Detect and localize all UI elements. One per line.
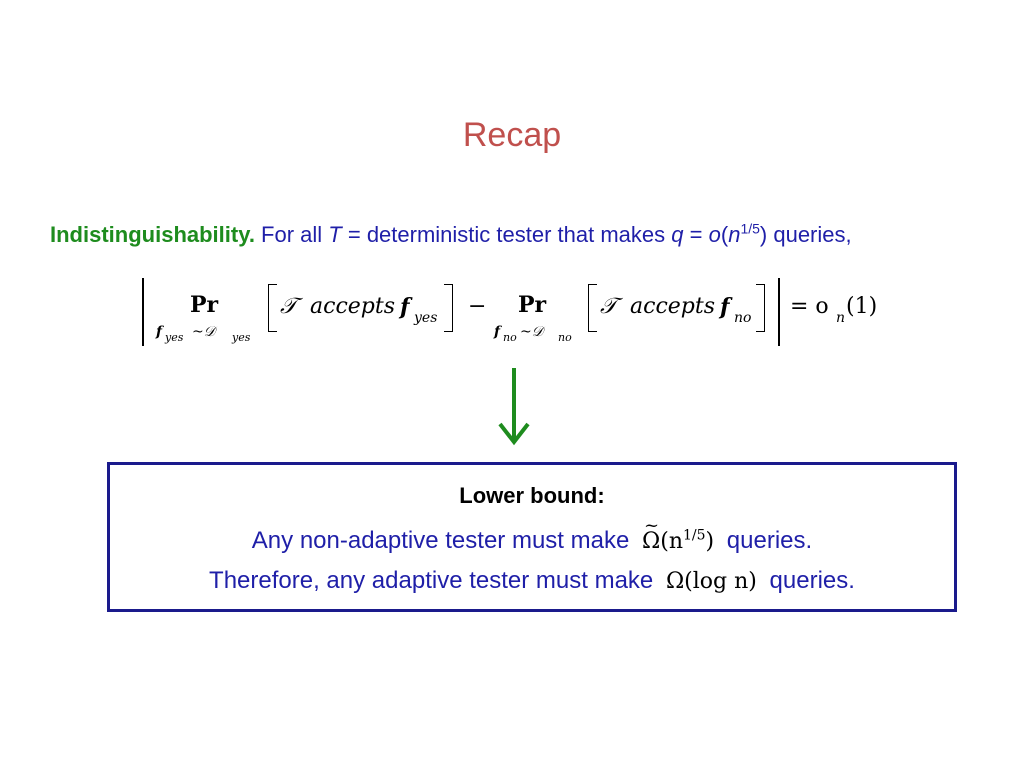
tester-no: 𝒯 <box>600 294 617 319</box>
bracket-left-yes <box>268 284 277 332</box>
pr-yes-subscript-f: f <box>156 324 163 340</box>
f-no-index: no <box>734 310 752 326</box>
accepts-yes: accepts <box>310 294 395 319</box>
accepts-no: accepts <box>630 294 715 319</box>
lower-bound-title: Lower bound: <box>459 483 605 508</box>
line1-text-pre: Any non-adaptive tester must make <box>251 527 630 554</box>
pr-no-subscript-f: f <box>494 324 501 340</box>
pr-no-subscript-dist-index: no <box>558 331 572 344</box>
pr-yes-subscript-dist: ~𝒟 <box>192 324 215 340</box>
lower-bound-box: Lower bound: Any non-adaptive tester mus… <box>107 462 957 612</box>
lower-bound-line-2: Therefore, any adaptive tester must make… <box>110 567 954 595</box>
line1-text-post: queries. <box>726 527 813 554</box>
definition-o: o <box>708 222 721 247</box>
line1-math: Ω(n1/5) <box>642 515 715 554</box>
definition-eq: = <box>683 222 709 247</box>
definition-q: q <box>671 222 684 247</box>
definition-text-pre: For all <box>254 222 329 247</box>
lower-bound-line-1: Any non-adaptive tester must make Ω(n1/5… <box>110 515 954 555</box>
tester-yes: 𝒯 <box>280 294 297 319</box>
pr-no-subscript-f-index: no <box>503 331 517 344</box>
indistinguishability-statement: Indistinguishability. For all T = determ… <box>50 222 1010 248</box>
abs-bar-right <box>778 278 780 346</box>
result-subscript-n: n <box>836 310 846 326</box>
indistinguishability-formula: Pr f yes ~𝒟 yes 𝒯 accepts f yes − Pr f n… <box>138 274 898 352</box>
line1-omega-n: Ω(n <box>642 529 683 554</box>
minus-sign: − <box>468 294 487 319</box>
bracket-left-no <box>588 284 597 332</box>
pr-no-subscript-dist: ~𝒟 <box>520 324 543 340</box>
line2-math: Ω(log n) <box>665 569 757 594</box>
definition-T: T <box>328 222 342 247</box>
result-tail: (1) <box>846 294 878 319</box>
slide-title: Recap <box>462 116 562 154</box>
bracket-right-yes <box>444 284 453 332</box>
definition-text-post: ) queries, <box>759 222 852 247</box>
abs-bar-left <box>142 278 144 346</box>
definition-label: Indistinguishability. <box>50 222 255 247</box>
pr-no: Pr <box>518 292 547 318</box>
pr-yes-subscript-f-index: yes <box>165 331 184 344</box>
definition-text-mid: = deterministic tester that makes <box>341 222 672 247</box>
line1-exponent: 1/5 <box>683 527 706 544</box>
omega-tilde: Ω(n <box>642 515 683 554</box>
f-no: f <box>720 294 730 320</box>
down-arrow-icon <box>498 368 530 446</box>
line2-text-pre: Therefore, any adaptive tester must make <box>209 567 654 594</box>
down-arrow-head <box>498 422 530 446</box>
pr-yes-subscript-dist-index: yes <box>232 331 251 344</box>
definition-paren-open: ( <box>720 222 729 247</box>
definition-exponent: 1/5 <box>740 220 760 237</box>
bracket-right-no <box>756 284 765 332</box>
line1-math-close: ) <box>705 529 715 554</box>
f-yes-index: yes <box>414 310 438 326</box>
pr-yes: Pr <box>190 292 219 318</box>
f-yes: f <box>400 294 410 320</box>
result-eq-o: = o <box>790 294 829 319</box>
definition-n: n <box>728 222 741 247</box>
line2-text-post: queries. <box>769 567 855 594</box>
